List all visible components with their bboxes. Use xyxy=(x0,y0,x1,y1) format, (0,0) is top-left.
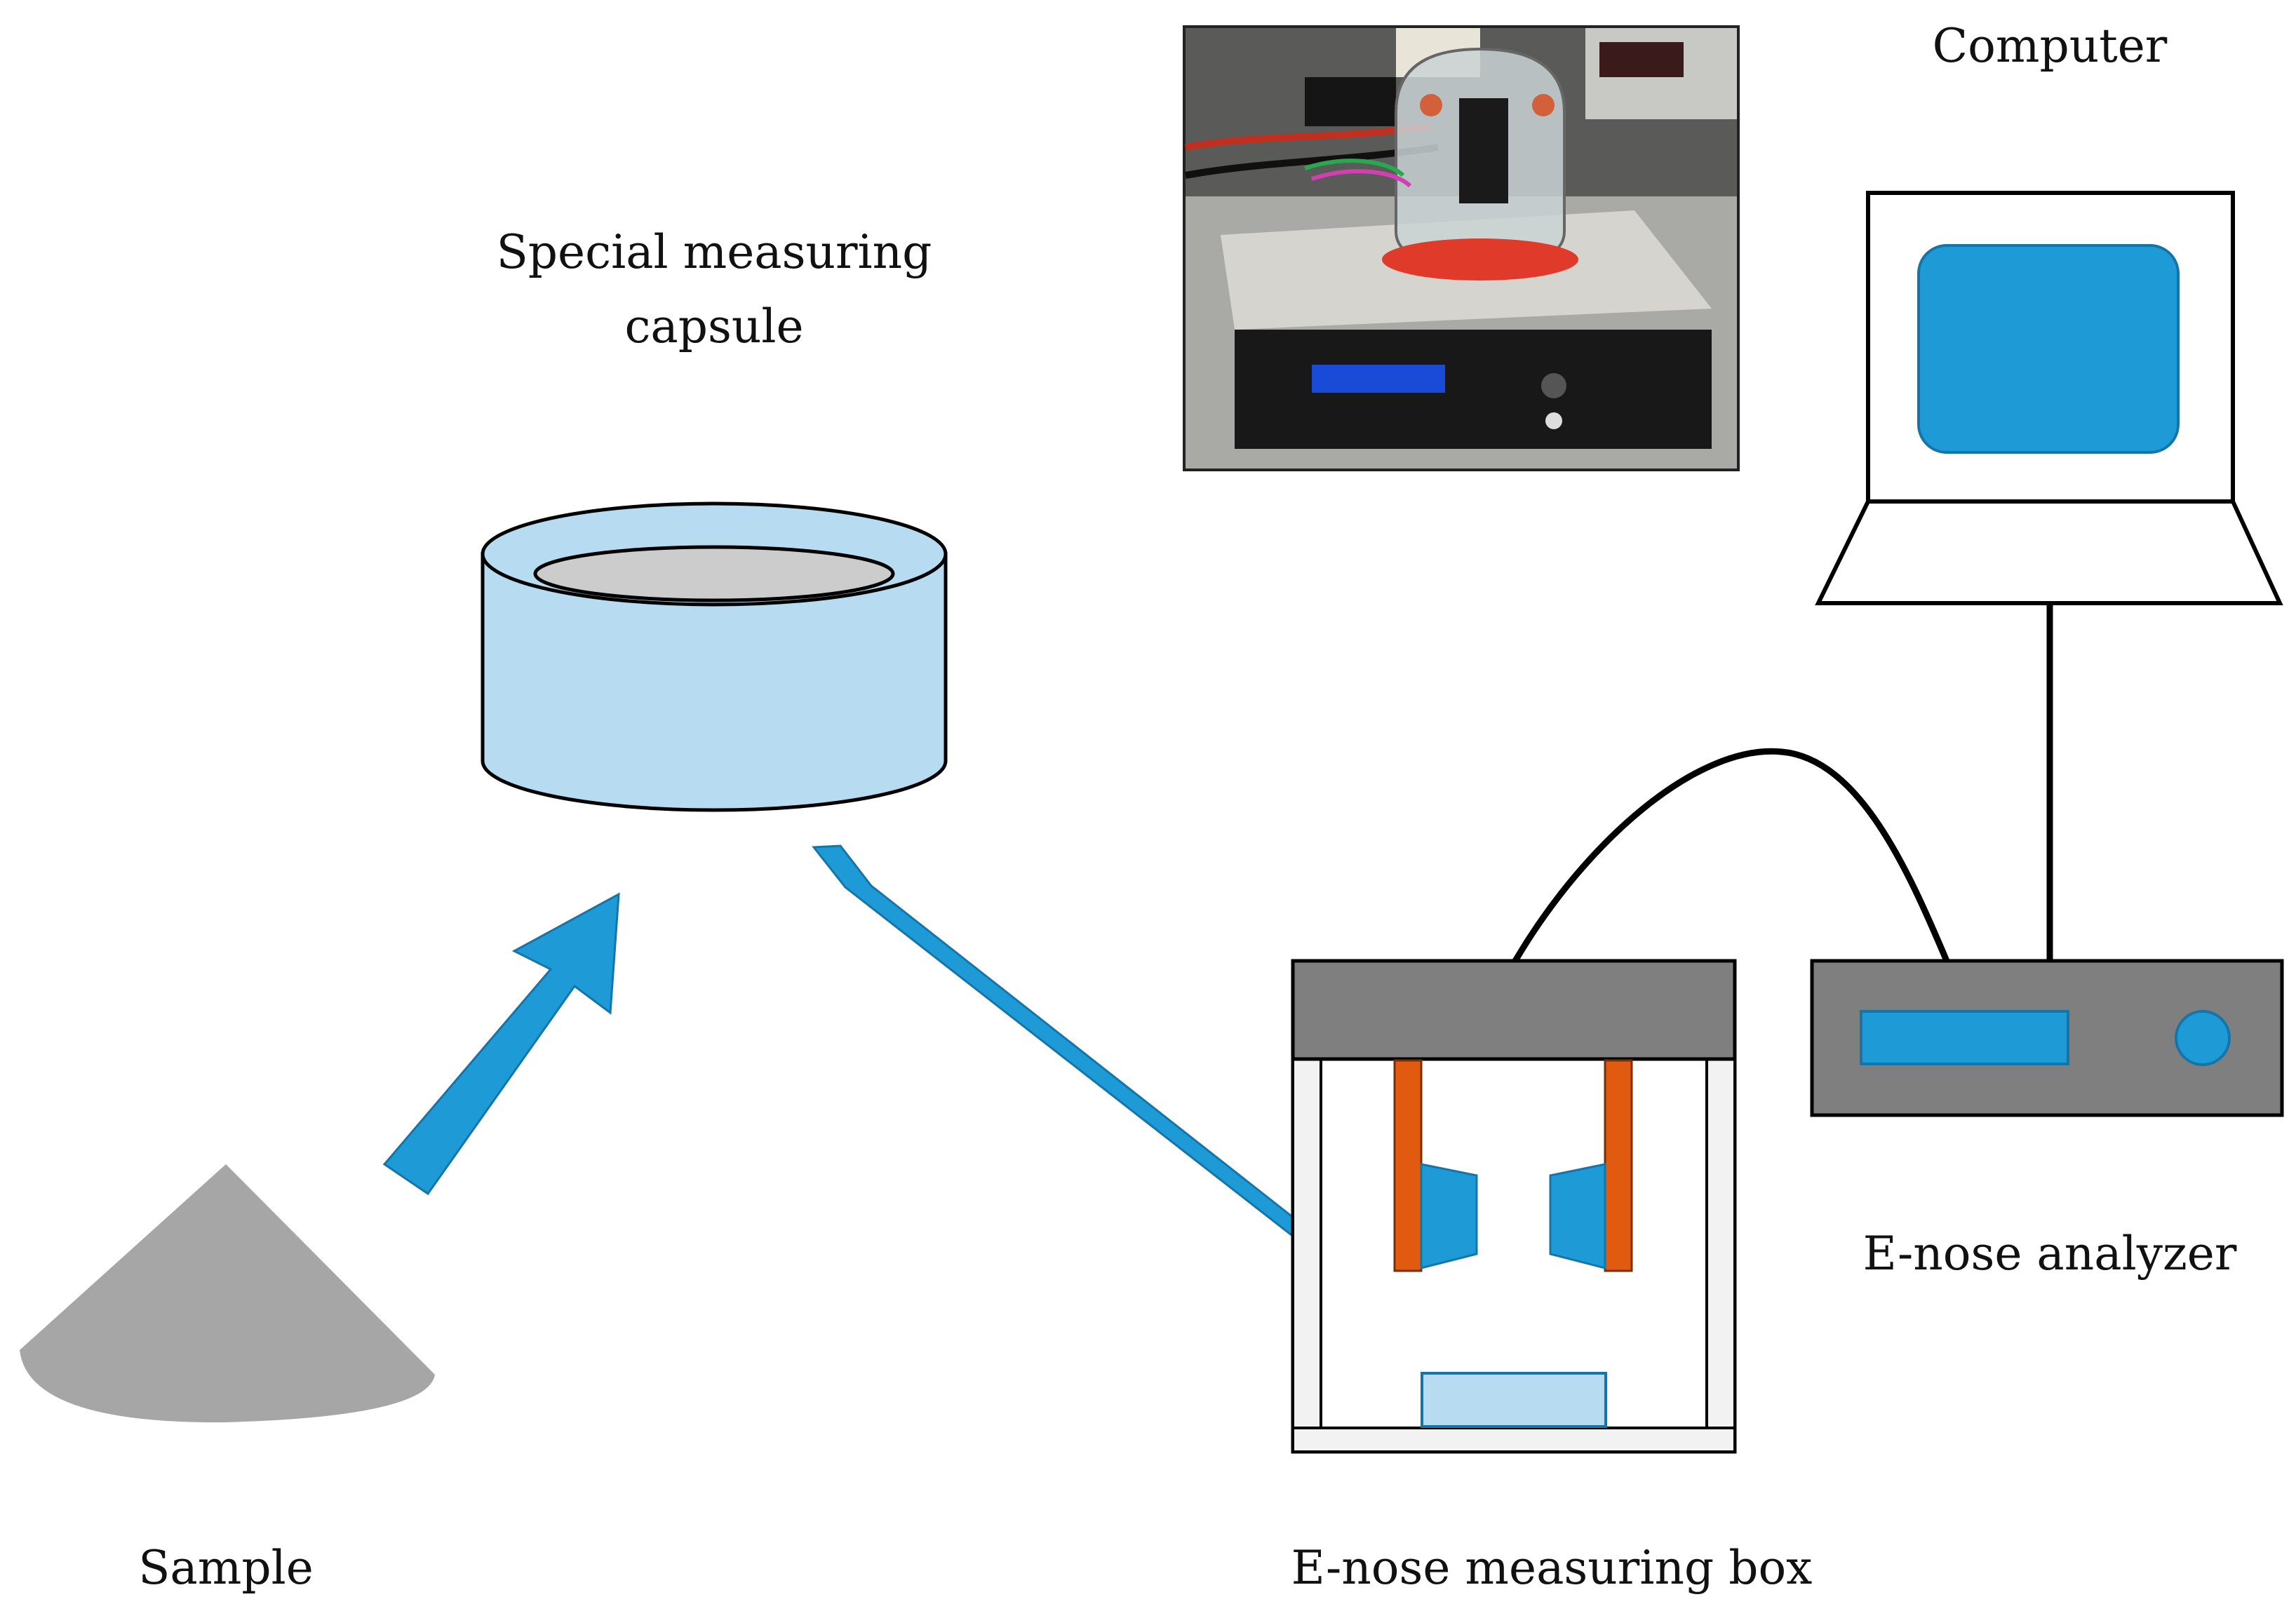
sample-label: Sample xyxy=(138,1541,314,1595)
capsule-label-line2: capsule xyxy=(624,299,803,353)
measuring-box-icon xyxy=(1291,959,1737,1454)
computer-label: Computer xyxy=(1933,19,2168,73)
arrow-sample-to-capsule-icon xyxy=(382,892,620,1196)
cable-box-to-analyzer xyxy=(1512,748,1950,963)
e-nose-device-photo xyxy=(1183,25,1740,471)
sample-pile-icon xyxy=(20,1164,435,1423)
analyzer-device-icon xyxy=(1810,959,2284,1117)
capsule-label-line1: Special measuring xyxy=(497,225,932,279)
capsule-icon xyxy=(481,501,948,812)
analyzer-label: E-nose analyzer xyxy=(1863,1227,2237,1281)
laptop-icon xyxy=(1815,191,2283,605)
measuring-box-label: E-nose measuring box xyxy=(1291,1541,1813,1595)
